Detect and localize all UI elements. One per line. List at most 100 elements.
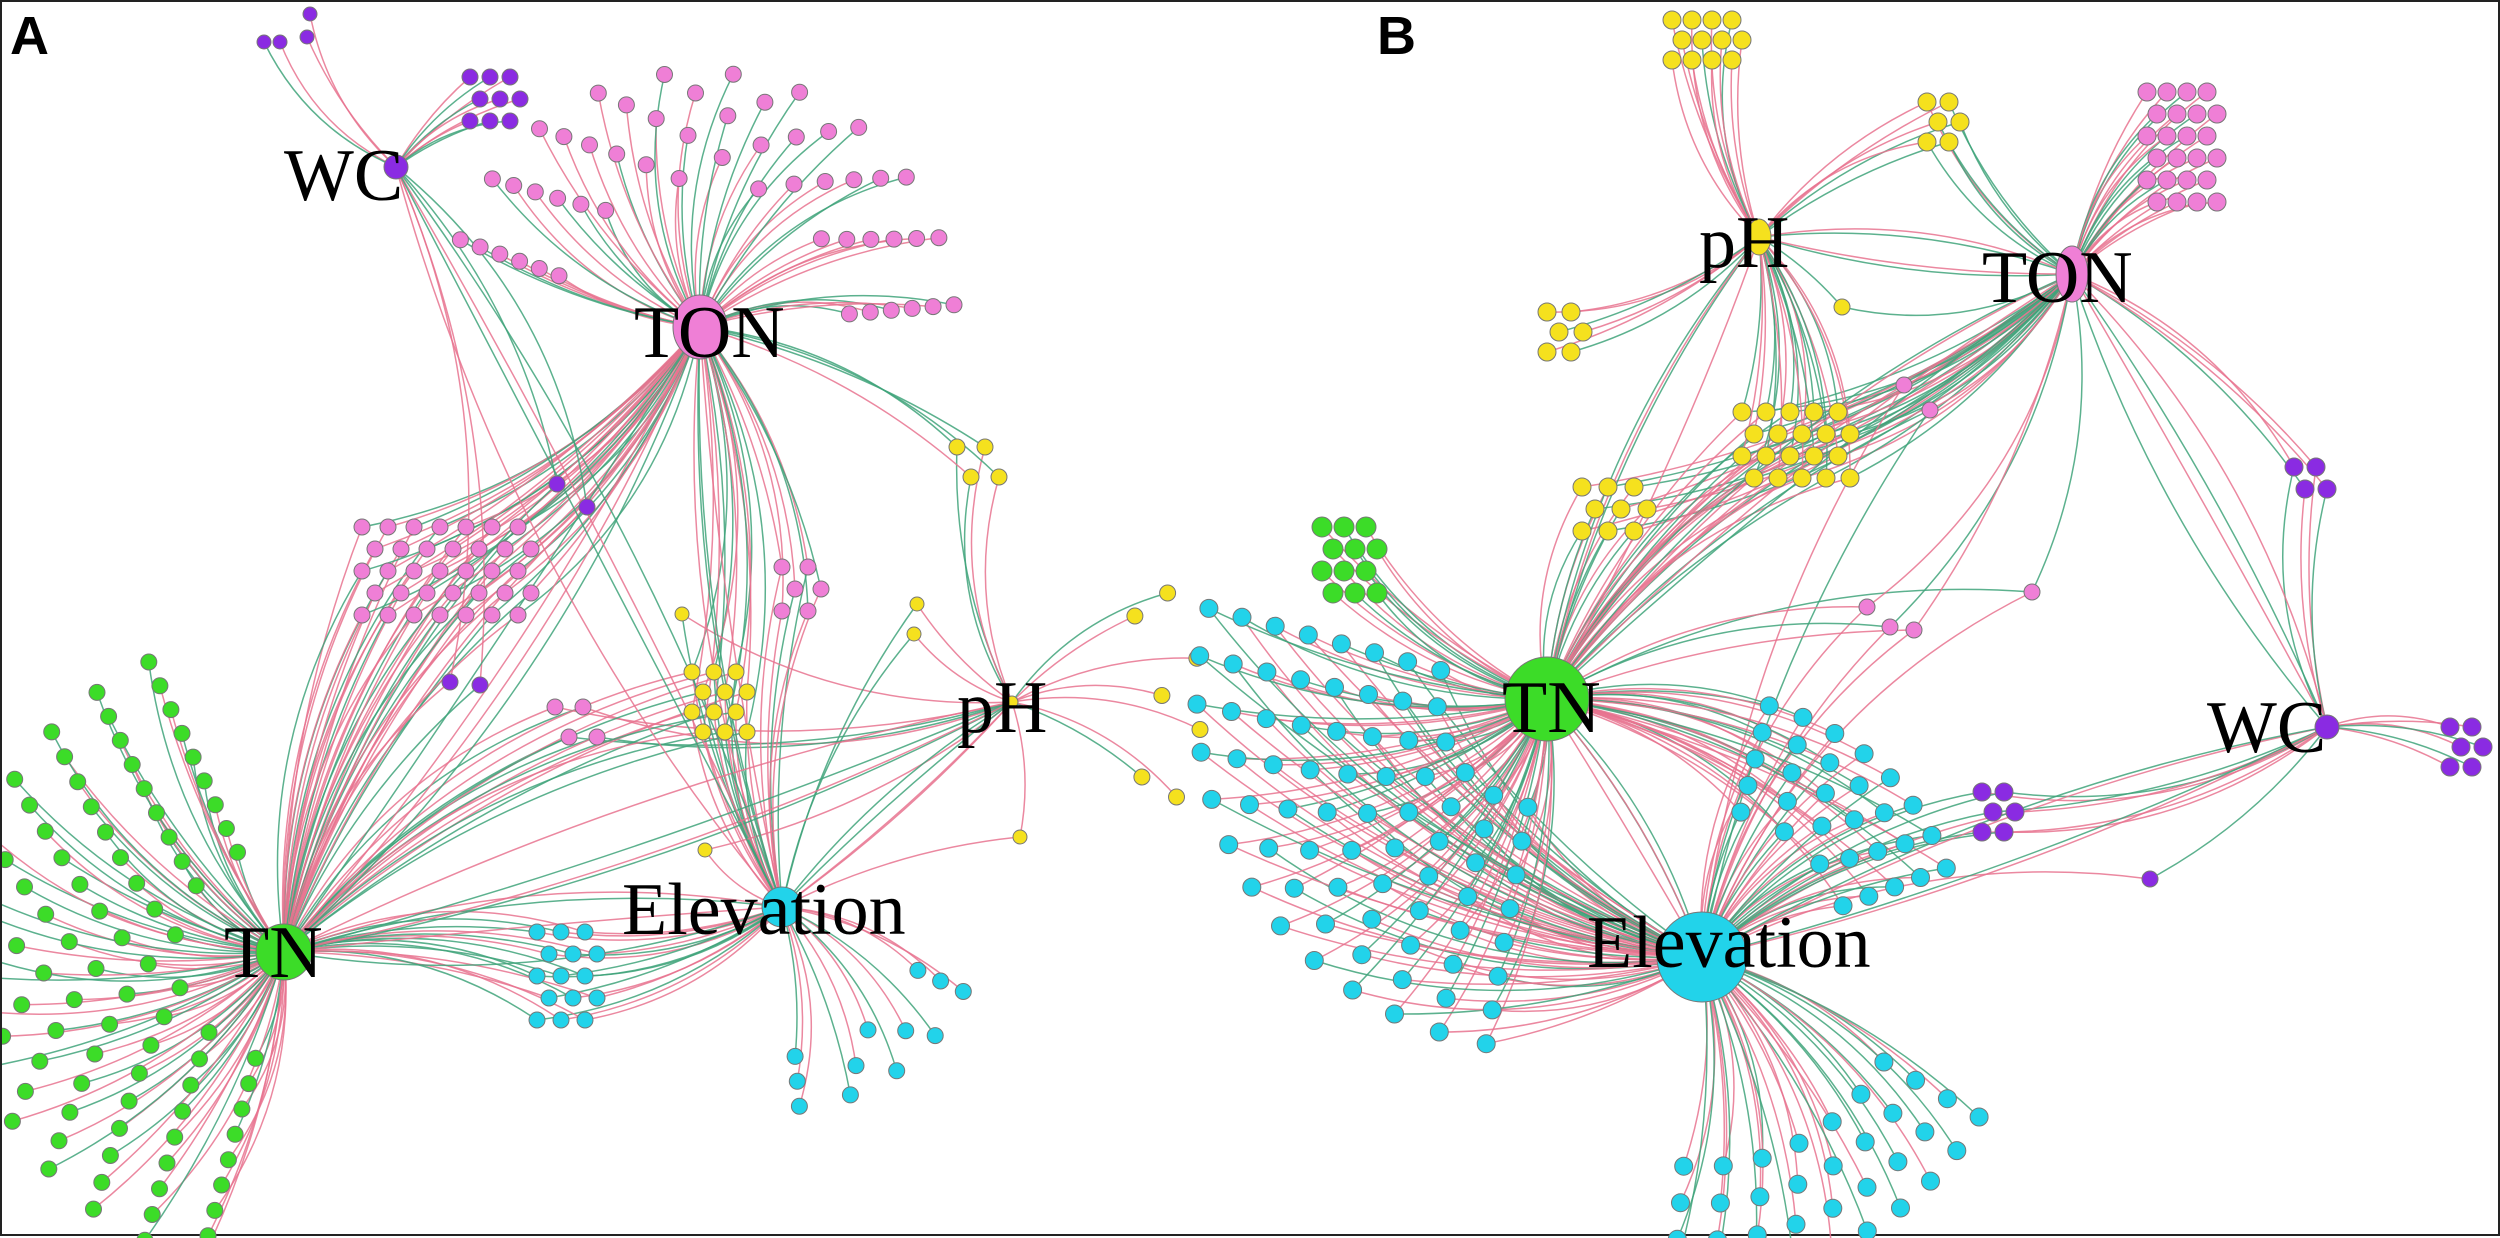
edge — [1546, 409, 1931, 700]
b-ton-cluster-node — [2137, 170, 2157, 190]
a-tn-cluster-node — [200, 1023, 218, 1041]
b-elevation-left-cluster-node — [1327, 721, 1347, 741]
b-elevation-left-cluster-node — [1518, 797, 1538, 817]
a-ph-top-cluster-node — [976, 438, 994, 456]
b-wc-right-cluster-node — [2451, 737, 2471, 757]
edge — [1758, 141, 1928, 238]
edge — [283, 711, 715, 953]
b-ph-mid-cluster-node — [1828, 402, 1848, 422]
b-ton-cluster-node — [2207, 104, 2227, 124]
edge — [2, 844, 285, 953]
hub-edge — [283, 701, 1013, 953]
edge — [25, 951, 285, 1093]
a-tn-cluster-node — [206, 1201, 224, 1219]
b-ph-mid-cluster-node — [1816, 424, 1836, 444]
a-ton-cluster-node — [945, 296, 963, 314]
a-elevation-right-cluster-node — [859, 1021, 877, 1039]
edge — [1546, 629, 1915, 700]
a-ton-cluster-node — [791, 83, 809, 101]
hub-edge — [1546, 236, 1760, 700]
edge — [1546, 477, 1851, 700]
b-elevation-left-cluster-node — [1359, 685, 1378, 704]
a-wc-cluster-node — [501, 112, 519, 130]
a-ton-cluster-node — [750, 180, 768, 198]
a-elevation-right-cluster-node — [954, 983, 972, 1000]
b-wc-right-cluster-node — [2440, 717, 2460, 737]
edge — [2071, 91, 2188, 275]
a-ton-mid-cluster-node — [457, 518, 475, 536]
edge — [781, 633, 915, 908]
a-tn-cluster-node — [101, 1147, 119, 1164]
a-ton-cluster-node — [724, 65, 742, 83]
a-ton-mid-cluster-node — [483, 518, 501, 536]
b-ph-lower-cluster-node — [1611, 499, 1631, 519]
b-elevation-lower-cluster-node — [1752, 1148, 1772, 1168]
edge — [1758, 236, 1851, 435]
a-tn-cluster-node — [166, 1128, 184, 1146]
b-ph-mid-cluster-node — [1732, 446, 1752, 466]
a-elevation-left-cluster-node — [528, 923, 546, 941]
a-ton-cluster-node — [647, 110, 665, 128]
a-ph-right-cluster-node — [1126, 607, 1144, 625]
hub-edge — [283, 701, 1013, 953]
a-ton-cluster-node — [812, 230, 830, 248]
edge — [283, 614, 415, 953]
a-ton-mid-cluster-node — [522, 584, 540, 602]
a-ph-top-cluster-node — [962, 468, 980, 486]
edge — [654, 74, 701, 328]
a-ton-cluster-node — [511, 252, 529, 270]
edge — [491, 178, 701, 328]
a-ph-right-cluster-node — [1153, 687, 1171, 704]
a-elevation-left-cluster-node — [552, 967, 570, 985]
panel-letter-a: A — [10, 6, 49, 66]
b-ph-right-cluster-node — [1917, 92, 1937, 112]
edge — [1546, 697, 1891, 779]
b-elevation-left-cluster-node — [1199, 598, 1219, 618]
a-ton-mid-cluster-node — [366, 584, 384, 602]
b-elevation-upper-cluster-node — [1782, 763, 1802, 783]
b-elevation-upper-cluster-node — [1885, 877, 1905, 897]
edge — [263, 41, 397, 168]
b-ph-lower-cluster-node — [1585, 499, 1605, 519]
a-ton-mid-cluster-node — [418, 540, 436, 558]
edge — [63, 756, 285, 953]
edge — [781, 906, 852, 1096]
a-wc-cluster-node — [491, 90, 509, 108]
b-elevation-left-cluster-node — [1304, 951, 1324, 970]
a-tn-cluster-node — [86, 1045, 104, 1063]
a-ton-cluster-node — [816, 173, 834, 190]
hub-label-b-tn: TN — [1502, 667, 1601, 749]
a-tn-cluster-node — [140, 653, 158, 671]
b-elevation-left-cluster-node — [1259, 838, 1279, 858]
a-ton-cluster-node — [756, 93, 774, 111]
b-ton-scatter-node — [1881, 618, 1899, 636]
b-ph-top-cluster-node — [1702, 50, 1722, 70]
b-ton-cluster-node — [2177, 170, 2197, 190]
b-tn-cluster-node — [1322, 582, 1344, 604]
a-ph-mid-cluster-node — [727, 703, 745, 721]
edge — [781, 836, 1021, 908]
a-tn-cluster-node — [240, 1075, 258, 1093]
edge — [1929, 273, 2073, 411]
a-wc-top-cluster-node — [256, 34, 272, 50]
a-tn-cluster-node — [118, 985, 136, 1003]
a-tn-cluster-node — [73, 1074, 91, 1092]
edge — [699, 326, 958, 448]
edge — [596, 701, 1013, 749]
b-elevation-upper-cluster-node — [1820, 753, 1840, 773]
b-ton-cluster-node — [2187, 104, 2207, 124]
b-elevation-left-cluster-node — [1256, 709, 1276, 729]
b-elevation-lower-cluster-node — [1710, 1193, 1730, 1213]
a-elevation-left-cluster-node — [528, 1011, 546, 1029]
b-elevation-left-cluster-node — [1427, 697, 1447, 717]
b-ph-single-node — [1833, 298, 1851, 316]
b-elevation-upper-cluster-node — [1840, 848, 1860, 868]
a-wc-top-cluster-node — [272, 34, 288, 50]
a-ton-cluster-node — [526, 183, 544, 201]
edge — [538, 128, 701, 328]
a-ton-mid-cluster-node — [379, 562, 397, 580]
a-tn-cluster-node — [166, 926, 184, 944]
b-ph-top-cluster-node — [1682, 50, 1702, 70]
edge — [1546, 606, 1868, 700]
edge — [913, 633, 1013, 703]
